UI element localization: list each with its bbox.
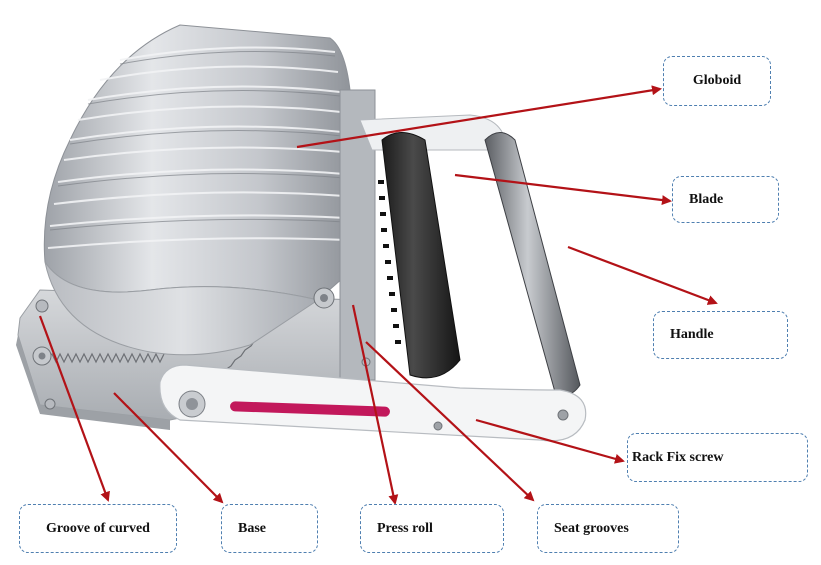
press-roll: [378, 132, 461, 379]
screws: [32, 287, 371, 410]
handle-bar: [484, 132, 581, 396]
label-blade: Blade: [672, 176, 779, 223]
arrow-blade: [454, 173, 672, 206]
label-handle-text: Handle: [670, 327, 714, 342]
label-groove-of-curved: Groove of curved: [19, 504, 177, 553]
arrow-groove-of-curved: [38, 315, 110, 502]
label-blade-text: Blade: [689, 191, 724, 207]
label-seat-grooves-text: Seat grooves: [554, 520, 629, 536]
label-rack-fix-screw: Rack Fix screw: [627, 433, 808, 482]
arrow-press-roll: [351, 304, 399, 505]
label-globoid-text: Globoid: [692, 73, 742, 88]
arrow-seat-grooves: [365, 341, 535, 502]
callout-arrows: [38, 85, 718, 505]
label-handle: Handle: [653, 311, 788, 359]
label-globoid: Globoid: [663, 56, 771, 106]
arrow-rack-fix-screw: [475, 418, 625, 464]
label-seat-grooves: Seat grooves: [537, 504, 679, 553]
label-base-text: Base: [238, 520, 266, 536]
arrow-globoid: [296, 85, 662, 149]
label-rack-fix-screw-text: Rack Fix screw: [632, 449, 724, 465]
arrow-handle: [567, 245, 718, 305]
label-press-roll: Press roll: [360, 504, 504, 553]
globoid-drum: [43, 24, 353, 356]
arrow-base: [113, 392, 224, 504]
label-groove-of-curved-text: Groove of curved: [46, 520, 150, 536]
label-base: Base: [221, 504, 318, 553]
label-press-roll-text: Press roll: [377, 520, 433, 536]
